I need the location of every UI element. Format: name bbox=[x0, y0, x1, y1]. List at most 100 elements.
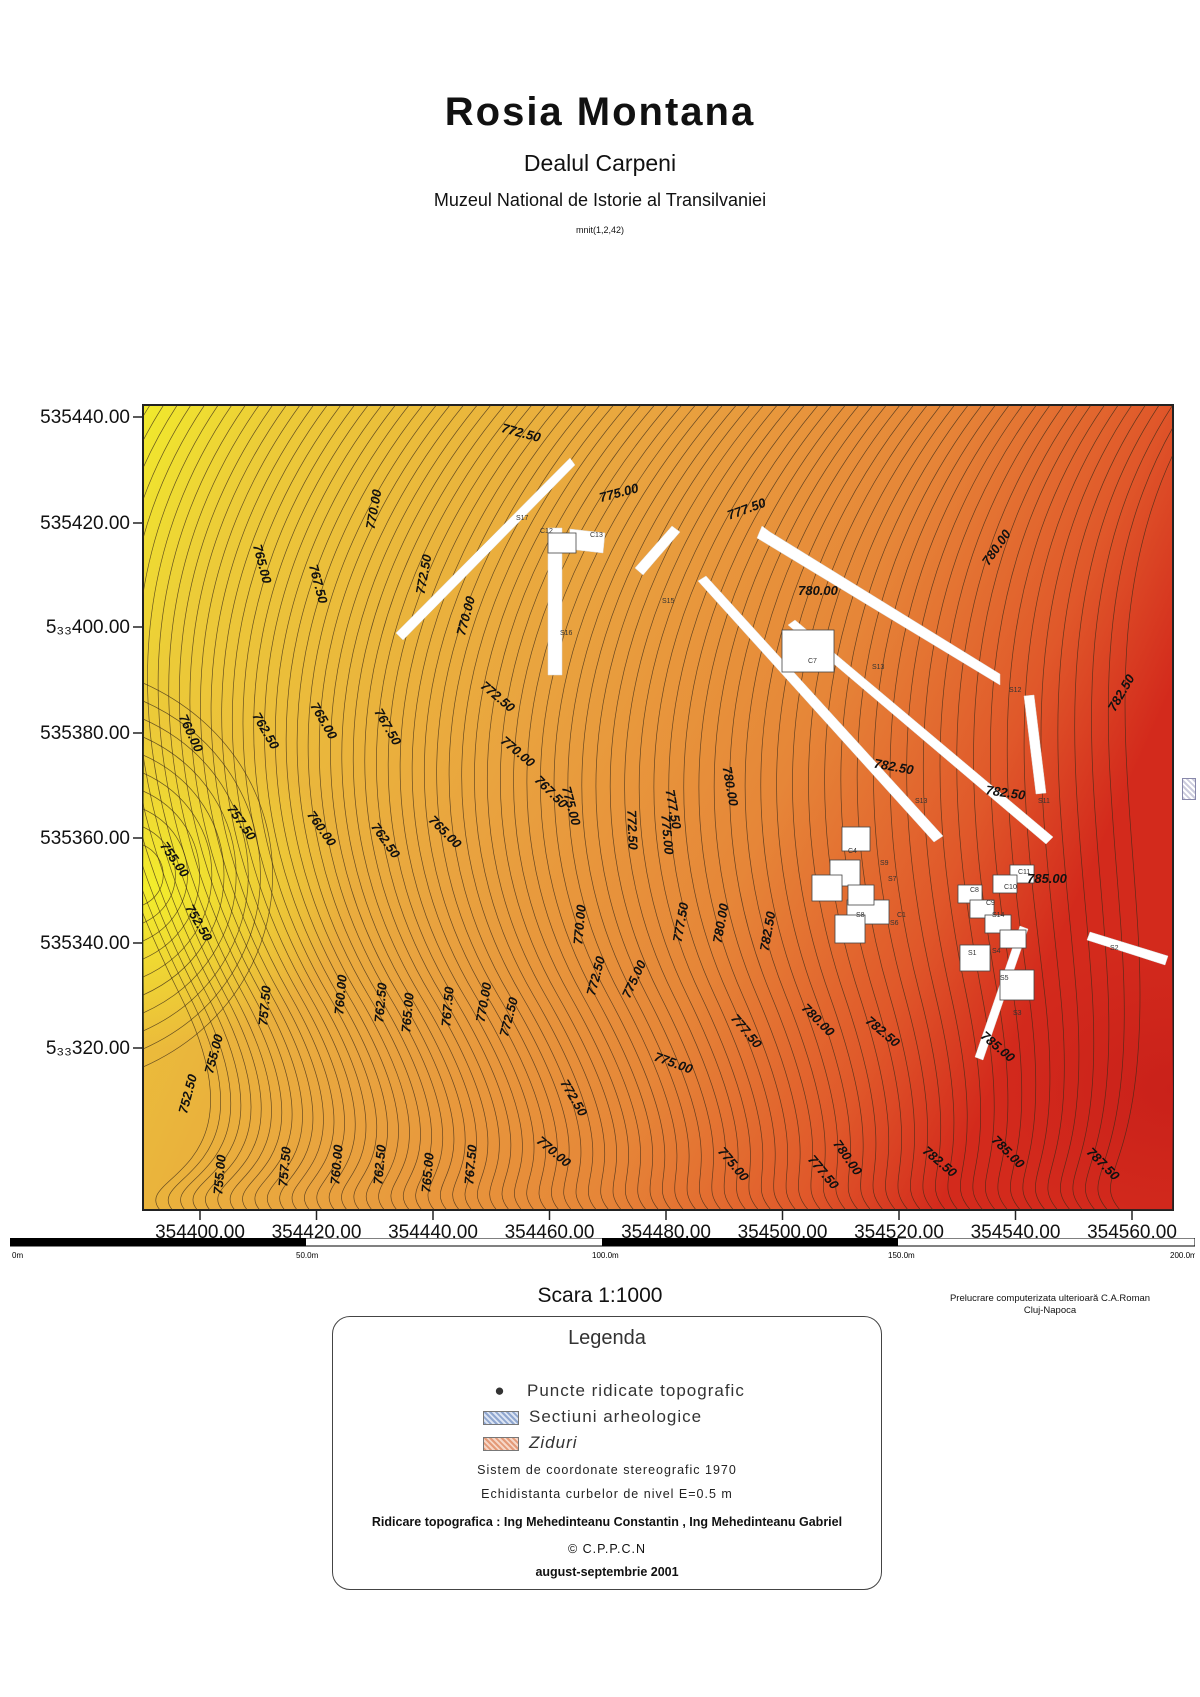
contour-line bbox=[143, 405, 242, 1210]
contour-line bbox=[1006, 405, 1105, 1210]
contour-line bbox=[352, 405, 492, 1210]
contour-line bbox=[364, 405, 505, 1210]
contour-label: 780.00 bbox=[720, 765, 742, 808]
contour-line bbox=[143, 826, 176, 924]
contour-label: 777.50 bbox=[670, 901, 692, 944]
legend-title: Legenda bbox=[568, 1327, 646, 1349]
contour-label: 762.50 bbox=[370, 1143, 388, 1185]
contour-line bbox=[143, 754, 225, 996]
contour-label: 782.50 bbox=[873, 756, 916, 778]
contour-line bbox=[242, 405, 367, 1210]
map-title: Rosia Montana bbox=[444, 90, 756, 134]
contour-interval: Echidistanta curbelor de nivel E=0.5 m bbox=[481, 1487, 733, 1501]
contour-line bbox=[1072, 405, 1160, 1210]
contour-line bbox=[143, 405, 262, 1210]
contour-line bbox=[341, 405, 478, 1210]
point-icon: ● bbox=[494, 1381, 506, 1400]
y-axis-label: 535420.00 bbox=[40, 513, 130, 534]
contour-label: 767.50 bbox=[438, 985, 456, 1027]
contour-label: 760.00 bbox=[331, 973, 349, 1015]
contour-label: 772.50 bbox=[624, 810, 640, 851]
section-box bbox=[811, 874, 843, 902]
section-label: C13 bbox=[590, 532, 603, 539]
contour-line bbox=[609, 405, 764, 1210]
section-label: S17 bbox=[516, 515, 529, 522]
contour-label: 770.00 bbox=[363, 488, 385, 531]
contour-line bbox=[729, 405, 873, 1210]
trench-section bbox=[787, 619, 1054, 845]
section-label: C10 bbox=[1004, 884, 1017, 891]
section-box bbox=[984, 914, 1012, 934]
contour-label: 762.50 bbox=[371, 981, 389, 1023]
y-axis-label: 5₃₃400.00 bbox=[46, 617, 130, 638]
map-code: mnit(1,2,42) bbox=[575, 225, 625, 235]
y-axis: 535440.00535420.005₃₃400.00535380.005353… bbox=[40, 407, 143, 1059]
contour-line bbox=[232, 405, 356, 1210]
contour-line bbox=[436, 405, 587, 1210]
contour-label: 785.00 bbox=[1027, 871, 1068, 886]
section-label: C4 bbox=[848, 848, 857, 855]
legend-points-label: Puncte ridicate topografic bbox=[527, 1381, 745, 1400]
section-label: S15 bbox=[662, 598, 675, 605]
contour-label: 772.50 bbox=[413, 553, 435, 596]
legend-walls: Ziduri bbox=[483, 1433, 578, 1453]
scale-tick: 200.0m bbox=[1170, 1251, 1195, 1260]
section-label: S16 bbox=[560, 630, 573, 637]
contour-label: 782.50 bbox=[757, 910, 779, 953]
legend-sections: Sectiuni arheologice bbox=[483, 1407, 702, 1427]
contour-line bbox=[253, 405, 378, 1210]
contour-line bbox=[526, 405, 683, 1210]
contour-line bbox=[376, 405, 519, 1210]
contour-line bbox=[792, 405, 928, 1210]
trench-section bbox=[634, 525, 681, 576]
legend-points: ● Puncte ridicate topografic bbox=[483, 1381, 745, 1401]
section-box bbox=[969, 899, 995, 919]
contour-line bbox=[513, 405, 669, 1210]
contour-label: 755.00 bbox=[210, 1153, 228, 1195]
contour-line bbox=[486, 405, 642, 1210]
contour-line bbox=[624, 405, 778, 1210]
copyright-holder: C.P.P.C.N bbox=[582, 1542, 647, 1556]
contour-line bbox=[1110, 453, 1173, 1210]
contour-line bbox=[143, 790, 200, 960]
section-label: C12 bbox=[540, 528, 553, 535]
contour-label: 767.50 bbox=[461, 1143, 479, 1185]
contour-line bbox=[387, 405, 533, 1210]
trench-section bbox=[395, 457, 576, 641]
scale-tick: 150.0m bbox=[888, 1251, 915, 1260]
legend-sections-label: Sectiuni arheologice bbox=[529, 1407, 703, 1426]
contour-line bbox=[553, 405, 710, 1210]
edge-marker-icon bbox=[1182, 778, 1196, 800]
institution-name: Muzeul National de Istorie al Transilvan… bbox=[433, 190, 767, 210]
contour-label: 760.00 bbox=[327, 1143, 345, 1185]
contour-line bbox=[318, 405, 451, 1210]
section-label: S1 bbox=[968, 950, 977, 957]
contour-line bbox=[474, 405, 628, 1210]
contour-line bbox=[143, 405, 222, 1210]
contour-line bbox=[889, 405, 1010, 1210]
scale-bar: 0m 50.0m 100.0m 150.0m 200.0m bbox=[10, 1238, 1195, 1260]
section-label: C11 bbox=[1018, 869, 1030, 876]
contour-label: 780.00 bbox=[798, 583, 839, 598]
copyright-icon: © bbox=[567, 1542, 583, 1556]
contour-line bbox=[264, 405, 388, 1210]
contour-label: 770.00 bbox=[570, 903, 588, 945]
contour-line bbox=[683, 405, 833, 1210]
section-label: C1 bbox=[897, 912, 906, 919]
contour-line bbox=[922, 405, 1037, 1210]
section-box bbox=[841, 826, 871, 852]
section-box bbox=[992, 874, 1018, 894]
section-label: S14 bbox=[992, 912, 1005, 919]
contour-line bbox=[143, 772, 213, 978]
section-label: C7 bbox=[808, 658, 817, 665]
section-label: S7 bbox=[888, 876, 897, 883]
credit-note: Prelucrare computerizata ulterioară C.A.… bbox=[900, 1293, 1200, 1317]
contour-line bbox=[1023, 405, 1119, 1210]
trench-section bbox=[1086, 931, 1169, 966]
contour-line bbox=[956, 405, 1064, 1210]
contour-line bbox=[581, 405, 737, 1210]
section-label: C8 bbox=[970, 887, 979, 894]
contour-line bbox=[698, 405, 846, 1210]
